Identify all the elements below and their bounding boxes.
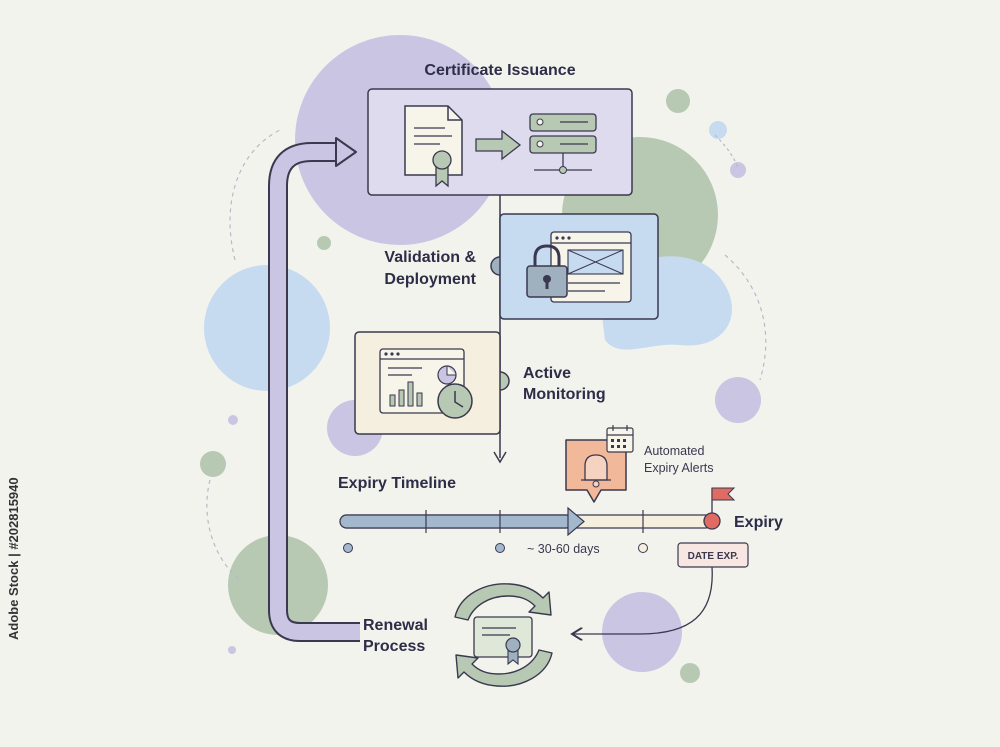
alert-window-label: ~ 30-60 days [527,542,600,556]
issuance-card [367,88,633,196]
monitoring-card [354,331,501,435]
bell-icon [581,454,611,488]
expiry-flag-icon [703,487,736,530]
date-expired-tag [677,542,749,568]
monitoring-title-line2: Monitoring [523,386,606,403]
alerts-label-line1: Automated [644,444,705,458]
monitoring-title-line1: Active [523,365,571,382]
issuance-title: Certificate Issuance [424,62,575,79]
lock-icon [526,244,568,298]
expiry-label: Expiry [734,514,783,531]
certificate-document-icon [404,105,463,188]
stock-id-label: Adobe Stock | #202815940 [6,477,21,640]
renewal-loop-arrow [268,137,360,642]
server-icon [529,113,597,174]
renewal-title-line2: Process [363,638,425,655]
transfer-arrow-icon [475,129,522,161]
alerts-label-line2: Expiry Alerts [644,461,713,475]
validation-title-line2: Deployment [384,271,476,288]
browser-window-icon [550,231,632,303]
calendar-icon [606,425,634,453]
timeline-title: Expiry Timeline [338,475,456,492]
clock-icon [437,383,473,419]
renewal-cycle-icon [454,583,553,687]
alert-bubble [565,425,634,503]
expiry-timeline [339,487,749,634]
expiry-to-renewal-arrow [572,566,713,634]
validation-title-line1: Validation & [384,249,476,266]
renewal-title-line1: Renewal [363,617,428,634]
date-exp-tag-label: DATE EXP. [688,551,739,562]
validation-card [499,213,659,320]
